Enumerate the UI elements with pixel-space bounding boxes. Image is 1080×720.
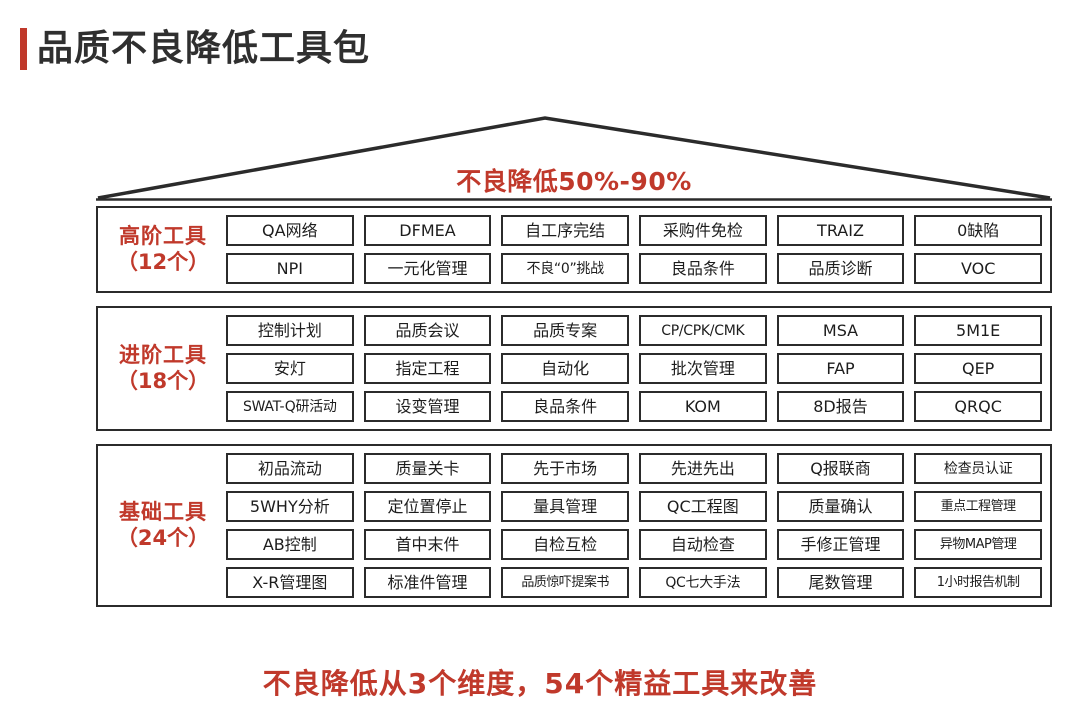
grid-row: QA网络 DFMEA 自工序完结 采购件免检 TRAIZ 0缺陷 [226,215,1042,246]
grid-row: AB控制 首中末件 自检互检 自动检查 手修正管理 异物MAP管理 [226,529,1042,560]
tool-cell[interactable]: QRQC [914,391,1042,422]
grid-row: 初品流动 质量关卡 先于市场 先进先出 Q报联商 检查员认证 [226,453,1042,484]
tool-cell[interactable]: 定位置停止 [363,491,492,522]
tool-cell[interactable]: 不良“0”挑战 [501,253,629,284]
tool-cell[interactable]: AB控制 [226,529,354,560]
tool-cell[interactable]: 指定工程 [363,353,492,384]
section-label-advanced: 高阶工具 （12个） [104,215,226,284]
tool-cell[interactable]: 尾数管理 [776,567,905,598]
tool-cell[interactable]: 首中末件 [363,529,492,560]
tool-cell[interactable]: QEP [914,353,1042,384]
tool-cell[interactable]: QC工程图 [638,491,767,522]
tool-cell[interactable]: NPI [226,253,354,284]
tool-cell[interactable]: 品质会议 [363,315,492,346]
section-basic-tools: 基础工具 （24个） 初品流动 质量关卡 先于市场 先进先出 Q报联商 检查员认… [96,444,1052,607]
tool-cell[interactable]: MSA [776,315,905,346]
section-intermediate-tools: 进阶工具 （18个） 控制计划 品质会议 品质专案 CP/CPK/CMK MSA… [96,306,1052,431]
tool-cell[interactable]: 自动化 [501,353,629,384]
tool-cell[interactable]: 自检互检 [501,529,629,560]
grid-row: 安灯 指定工程 自动化 批次管理 FAP QEP [226,353,1042,384]
grid-row: 控制计划 品质会议 品质专案 CP/CPK/CMK MSA 5M1E [226,315,1042,346]
tool-cell[interactable]: 安灯 [226,353,354,384]
house-roof: 不良降低50%-90% [96,110,1052,202]
tool-cell[interactable]: 自动检查 [638,529,767,560]
tool-cell[interactable]: 先进先出 [638,453,767,484]
tool-sections: 高阶工具 （12个） QA网络 DFMEA 自工序完结 采购件免检 TRAIZ … [96,206,1052,607]
section-label-count: （24个） [116,525,210,550]
tool-cell[interactable]: 标准件管理 [363,567,492,598]
tool-cell[interactable]: KOM [638,391,767,422]
tool-cell[interactable]: 质量确认 [776,491,905,522]
tool-cell[interactable]: DFMEA [363,215,492,246]
grid-row: SWAT-Q研活动 设变管理 良品条件 KOM 8D报告 QRQC [226,391,1042,422]
tool-cell[interactable]: 品质专案 [501,315,629,346]
tool-cell[interactable]: FAP [776,353,905,384]
section-label-name: 基础工具 [119,500,207,525]
summary-footer: 不良降低从3个维度，54个精益工具来改善 [262,667,818,700]
tool-cell[interactable]: CP/CPK/CMK [638,315,767,346]
tool-cell[interactable]: 品质惊吓提案书 [501,567,629,598]
section-grid-basic: 初品流动 质量关卡 先于市场 先进先出 Q报联商 检查员认证 5WHY分析 定位… [226,453,1042,598]
tool-cell[interactable]: 良品条件 [638,253,767,284]
tool-cell[interactable]: 质量关卡 [363,453,492,484]
tool-cell[interactable]: 初品流动 [226,453,354,484]
tool-cell[interactable]: 5WHY分析 [226,491,354,522]
tool-cell[interactable]: QC七大手法 [638,567,767,598]
tool-cell[interactable]: QA网络 [226,215,354,246]
section-label-intermediate: 进阶工具 （18个） [104,315,226,422]
tool-cell[interactable]: 自工序完结 [501,215,629,246]
tool-cell[interactable]: 手修正管理 [776,529,905,560]
tool-cell[interactable]: Q报联商 [776,453,905,484]
tool-cell[interactable]: 先于市场 [501,453,629,484]
grid-row: 5WHY分析 定位置停止 量具管理 QC工程图 质量确认 重点工程管理 [226,491,1042,522]
page-title-text: 品质不良降低工具包 [37,28,371,69]
section-advanced-tools: 高阶工具 （12个） QA网络 DFMEA 自工序完结 采购件免检 TRAIZ … [96,206,1052,293]
tool-cell[interactable]: VOC [914,253,1042,284]
tool-cell[interactable]: 重点工程管理 [914,491,1042,522]
tool-cell[interactable]: 异物MAP管理 [914,529,1042,560]
section-label-count: （18个） [116,368,210,393]
tool-cell[interactable]: 品质诊断 [776,253,905,284]
tool-cell[interactable]: 采购件免检 [638,215,767,246]
tool-cell[interactable]: 8D报告 [776,391,905,422]
tool-cell[interactable]: 0缺陷 [914,215,1042,246]
tool-cell[interactable]: 控制计划 [226,315,354,346]
title-accent-bar [20,28,27,70]
roof-shape [96,116,1052,201]
tool-cell[interactable]: 良品条件 [501,391,629,422]
section-grid-advanced: QA网络 DFMEA 自工序完结 采购件免检 TRAIZ 0缺陷 NPI 一元化… [226,215,1042,284]
tool-cell[interactable]: 一元化管理 [363,253,492,284]
tool-cell[interactable]: 检查员认证 [914,453,1042,484]
tool-cell[interactable]: SWAT-Q研活动 [226,391,354,422]
section-label-count: （12个） [116,249,210,274]
tool-cell[interactable]: TRAIZ [776,215,905,246]
grid-row: NPI 一元化管理 不良“0”挑战 良品条件 品质诊断 VOC [226,253,1042,284]
page-title: 品质不良降低工具包 [20,26,370,72]
section-label-name: 进阶工具 [119,343,207,368]
section-grid-intermediate: 控制计划 品质会议 品质专案 CP/CPK/CMK MSA 5M1E 安灯 指定… [226,315,1042,422]
section-label-name: 高阶工具 [119,224,207,249]
tool-cell[interactable]: 1小时报告机制 [914,567,1042,598]
tool-cell[interactable]: 设变管理 [363,391,492,422]
tool-cell[interactable]: 批次管理 [638,353,767,384]
tool-cell[interactable]: X-R管理图 [226,567,354,598]
tool-cell[interactable]: 5M1E [914,315,1042,346]
section-label-basic: 基础工具 （24个） [104,453,226,598]
roof-goal-label: 不良降低50%-90% [456,167,692,196]
grid-row: X-R管理图 标准件管理 品质惊吓提案书 QC七大手法 尾数管理 1小时报告机制 [226,567,1042,598]
tool-cell[interactable]: 量具管理 [501,491,629,522]
